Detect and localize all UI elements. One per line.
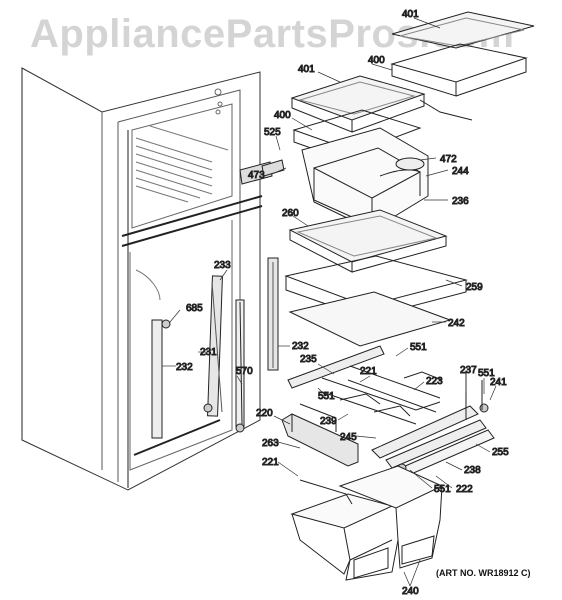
callout-244: 244	[452, 166, 469, 177]
callout-551-right: 551	[478, 368, 495, 379]
callout-400a: 400	[368, 55, 385, 66]
refrigerator-cabinet	[21, 67, 273, 491]
callout-232-right: 232	[292, 341, 309, 352]
drawer-cover-220	[281, 413, 359, 467]
callout-235: 235	[300, 354, 317, 365]
callout-245: 245	[340, 432, 357, 443]
callout-255: 255	[492, 447, 509, 458]
callout-401a: 401	[402, 9, 419, 20]
rail-assembly-right	[371, 372, 495, 479]
shelf-support-rails	[161, 257, 279, 433]
callout-473: 473	[248, 170, 265, 181]
callout-263: 263	[262, 438, 279, 449]
callout-551-upper: 551	[410, 342, 427, 353]
middle-glass-shelf	[288, 209, 448, 273]
drawer-rail-assembly	[287, 345, 443, 432]
callout-237: 237	[460, 365, 477, 376]
bottom-crisper-drawers	[290, 465, 444, 581]
callout-685: 685	[186, 303, 203, 314]
callout-221-lower: 221	[262, 457, 279, 468]
callout-231: 231	[200, 347, 217, 358]
crisper-drawer	[261, 127, 429, 231]
callout-239: 239	[320, 416, 337, 427]
callout-232-left: 232	[176, 362, 193, 373]
callout-400b: 400	[274, 110, 291, 121]
callout-401b: 401	[298, 64, 315, 75]
callout-241: 241	[490, 377, 507, 388]
callout-221-upper: 221	[360, 366, 377, 377]
art-number-label: (ART NO. WR18912 C)	[436, 568, 531, 578]
callout-259: 259	[466, 282, 483, 293]
callout-260: 260	[282, 208, 299, 219]
callout-551-mid: 551	[318, 391, 335, 402]
callout-240: 240	[402, 586, 419, 597]
callout-233: 233	[214, 260, 231, 271]
upper-right-glass-shelf	[390, 11, 535, 121]
callout-220: 220	[256, 408, 273, 419]
callout-570: 570	[236, 366, 253, 377]
leader-lines	[162, 17, 497, 587]
glass-panel-242	[288, 291, 452, 347]
callout-223: 223	[426, 376, 443, 387]
callout-222: 222	[456, 484, 473, 495]
callout-551-lower: 551	[434, 484, 451, 495]
callout-labels: 401 401 400 400 525 472 473 244 236 260 …	[176, 9, 510, 598]
callout-238: 238	[464, 465, 481, 476]
callout-236: 236	[452, 196, 469, 207]
callout-242: 242	[448, 318, 465, 329]
callout-472: 472	[440, 154, 457, 165]
callout-525: 525	[264, 127, 281, 138]
